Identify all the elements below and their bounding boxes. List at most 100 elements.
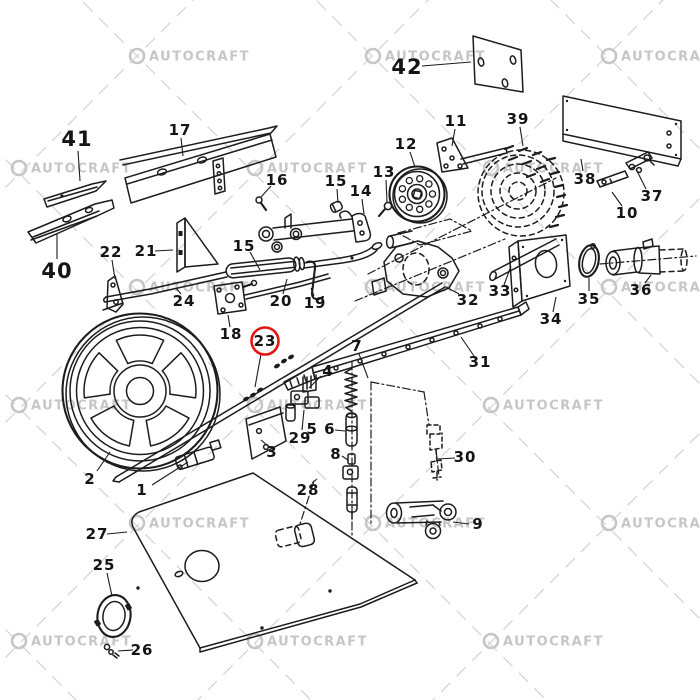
part-31-blade-bar — [283, 301, 530, 391]
watermark-ring-icon — [482, 396, 500, 414]
bearing-ball — [405, 176, 414, 185]
leader-line-part-39 — [519, 126, 524, 147]
part-label-15: 15 — [325, 172, 348, 190]
part-label-13: 13 — [373, 163, 396, 181]
part-23-long-rod — [112, 282, 446, 483]
watermark-ring-icon — [600, 514, 618, 532]
part-label-14: 14 — [350, 182, 373, 200]
watermark-logo: AUTOCRAFT — [482, 396, 604, 414]
part-26-bolt — [103, 643, 120, 659]
part-20-lever-arm — [225, 241, 383, 279]
part-label-2: 2 — [84, 470, 95, 488]
leader-line-part-36 — [644, 274, 652, 284]
leader-line-part-33 — [503, 265, 512, 286]
watermark-diagonal-line — [432, 432, 700, 700]
leader-line-part-29 — [301, 409, 305, 431]
watermark-text: AUTOCRAFT — [621, 281, 700, 296]
part-label-56: 5 6 — [306, 420, 335, 438]
part-30-clevis-link — [426, 424, 443, 481]
watermark-logo: AUTOCRAFT — [364, 47, 485, 65]
leader-lines-layer — [56, 61, 652, 652]
part-21-gusset-bracket — [176, 217, 219, 273]
watermark-text: AUTOCRAFT — [503, 399, 604, 414]
leader-line-part-25 — [106, 572, 113, 597]
bearing-ball — [415, 174, 424, 183]
watermark-logo: AUTOCRAFT — [246, 632, 368, 650]
part-label-12: 12 — [395, 135, 418, 153]
leader-line-part-1 — [151, 461, 189, 486]
watermark-diagonal-line — [315, 0, 700, 385]
part-11-angle-bracket — [436, 137, 508, 173]
part-label-31: 31 — [469, 353, 492, 371]
part-2-pulley-wheel — [61, 312, 221, 472]
part-label-1: 1 — [136, 481, 147, 499]
part-9-idler-arm — [385, 500, 457, 540]
leader-line-part-11 — [451, 128, 456, 147]
watermark-diagonal-line — [0, 153, 547, 700]
leader-line-part-15 — [336, 188, 339, 204]
watermark-ring-icon — [128, 47, 146, 65]
part-13-bolt — [377, 201, 393, 218]
watermark-text: AUTOCRAFT — [621, 50, 700, 65]
watermark-ring-icon — [482, 159, 500, 177]
watermark-ring-icon — [482, 632, 500, 650]
part-15-bushing — [329, 200, 343, 213]
part-29-pivot-blocks — [285, 390, 320, 422]
part-37-clamp-bolt — [625, 151, 655, 174]
watermark-logo: AUTOCRAFT — [10, 159, 132, 177]
watermark-ring-icon — [364, 47, 382, 65]
part-label-41: 41 — [61, 127, 92, 151]
bearing-ball — [398, 195, 407, 204]
part-label-9: 9 — [472, 515, 483, 533]
leader-line-part-38 — [580, 158, 584, 172]
part-label-29: 29 — [289, 429, 312, 447]
part-24-control-rod — [102, 271, 331, 303]
watermark-text: AUTOCRAFT — [267, 399, 368, 414]
watermark-diagonal-line — [80, 0, 700, 620]
bearing-ball — [405, 203, 414, 212]
part-label-15: 15 — [233, 237, 256, 255]
watermark-text: AUTOCRAFT — [149, 50, 250, 65]
part-27-deck-plate — [131, 472, 418, 653]
part-label-42: 42 — [391, 55, 422, 79]
leader-line-part-2 — [96, 451, 111, 472]
watermark-diagonal-line — [0, 0, 664, 664]
watermark-text: AUTOCRAFT — [31, 162, 132, 177]
watermark-ring-icon — [246, 159, 264, 177]
leader-line-part-10 — [611, 191, 623, 207]
part-33-shaft — [489, 238, 560, 282]
phantom-lines — [299, 361, 440, 537]
part-label-26: 26 — [131, 641, 154, 659]
part-5-6-pin-cylinder — [345, 412, 358, 447]
part-label-35: 35 — [578, 290, 601, 308]
part-label-7: 7 — [351, 337, 362, 355]
leader-line-part-9 — [452, 521, 470, 525]
leader-line-part-24 — [175, 287, 182, 295]
leader-line-part-56 — [334, 429, 346, 432]
leader-line-part-3 — [260, 439, 269, 447]
watermark-text: AUTOCRAFT — [267, 635, 368, 650]
leader-line-part-13 — [385, 179, 388, 203]
leader-line-part-41 — [77, 150, 81, 182]
part-8-pin-set — [342, 453, 359, 520]
watermark-logo: AUTOCRAFT — [600, 278, 700, 296]
leader-line-part-7 — [358, 353, 369, 379]
part-label-20: 20 — [270, 292, 293, 310]
bearing-ball — [398, 184, 407, 193]
part-label-24: 24 — [173, 292, 196, 310]
part-label-25: 25 — [93, 556, 116, 574]
part-19-hook-pin — [305, 260, 325, 301]
leader-line-part-20 — [282, 278, 288, 295]
part-label-30: 30 — [454, 448, 477, 466]
watermark-ring-icon — [246, 632, 264, 650]
part-42-cover-plate — [472, 35, 524, 93]
part-label-4: 4 — [322, 362, 333, 380]
watermark-logo: AUTOCRAFT — [10, 632, 131, 650]
watermark-ring-icon — [10, 396, 28, 414]
part-label-34: 34 — [540, 310, 563, 328]
leader-line-part-30 — [436, 457, 456, 460]
watermark-diagonal-line — [197, 197, 700, 700]
